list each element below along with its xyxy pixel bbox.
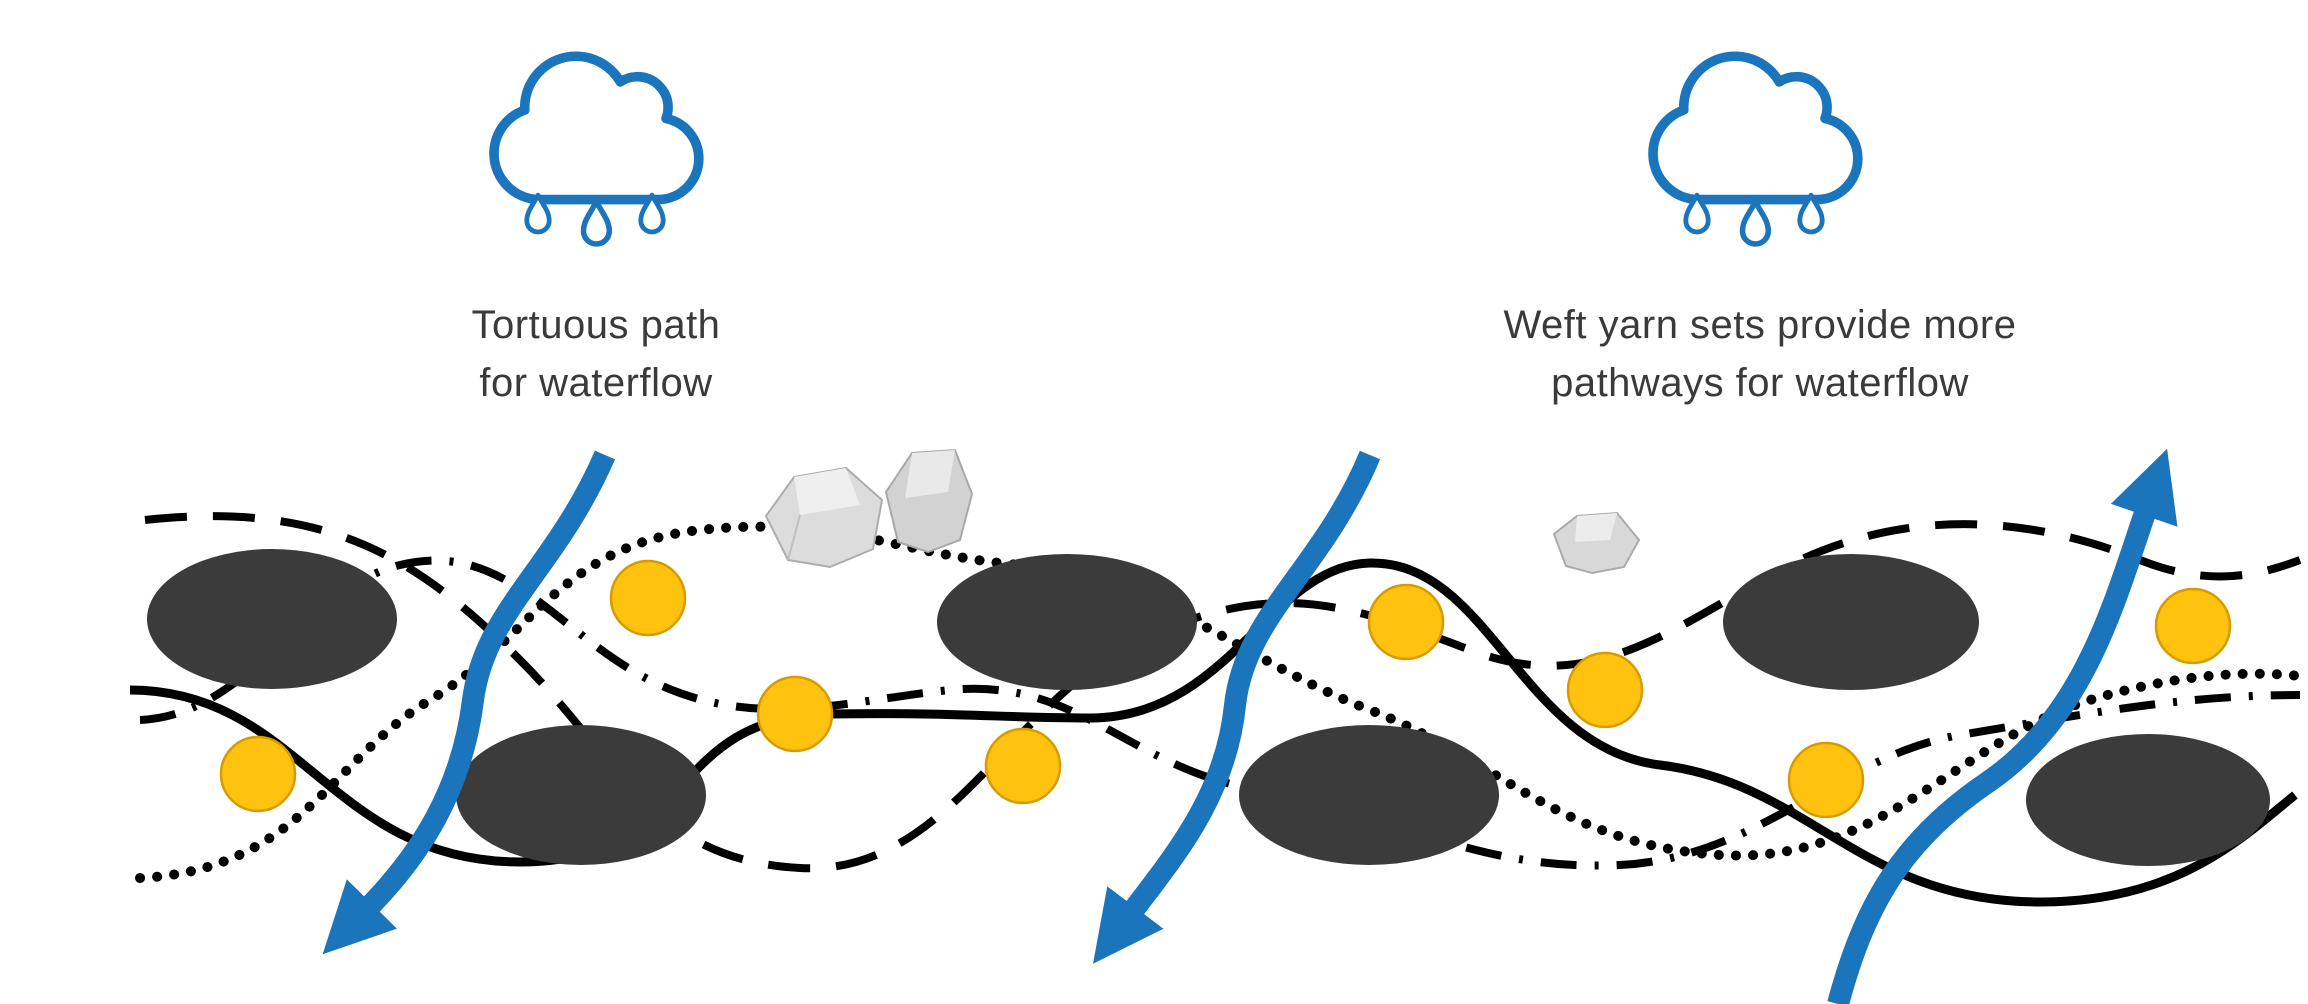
yarn-path-dashed — [144, 512, 2302, 873]
yarn-path-dashdot — [139, 556, 2301, 870]
rain-cloud-icon — [494, 56, 699, 244]
warp-yarn-ellipse — [937, 554, 1197, 690]
caption-line: for waterflow — [479, 361, 713, 405]
weft-yarn-circle — [1566, 651, 1644, 729]
warp-yarn-ellipse — [456, 725, 706, 865]
weft-yarn-circle — [984, 727, 1062, 805]
weft-yarn-circle — [756, 675, 834, 753]
warp-yarn-ellipse — [1239, 725, 1499, 865]
rock-icon — [1552, 511, 1641, 575]
rock-icon — [764, 466, 884, 569]
weft-yarn-circle — [609, 559, 687, 637]
warp-yarn-ellipse — [147, 549, 397, 689]
waterflow-arrows — [322, 448, 2178, 1004]
weft-yarns — [219, 559, 2232, 819]
caption-line: Tortuous path — [471, 303, 721, 347]
weft-yarn-circle — [219, 735, 297, 813]
rain-cloud-icon — [1653, 56, 1858, 244]
warp-yarn-ellipse — [2026, 734, 2270, 866]
weft-yarn-circle — [1367, 583, 1445, 661]
rock-icon — [884, 448, 974, 554]
waterflow-arrow-middle-down — [1092, 450, 1381, 964]
weft-yarn-circle — [1787, 741, 1865, 819]
caption-line: pathways for waterflow — [1551, 361, 1969, 405]
yarn-paths — [129, 512, 2305, 907]
warp-yarn-ellipse — [1723, 554, 1979, 690]
caption-tortuous-path: Tortuous path for waterflow — [286, 296, 906, 412]
rocks — [764, 448, 1641, 575]
yarn-path-solid — [129, 558, 2298, 907]
caption-weft-yarn-sets: Weft yarn sets provide more pathways for… — [1330, 296, 2190, 412]
waterflow-arrow-right-up — [1827, 448, 2178, 1004]
waterflow-arrow-left-down — [322, 450, 616, 955]
caption-line: Weft yarn sets provide more — [1503, 303, 2017, 347]
warp-yarns — [147, 549, 2270, 866]
weft-yarn-circle — [2154, 587, 2232, 665]
